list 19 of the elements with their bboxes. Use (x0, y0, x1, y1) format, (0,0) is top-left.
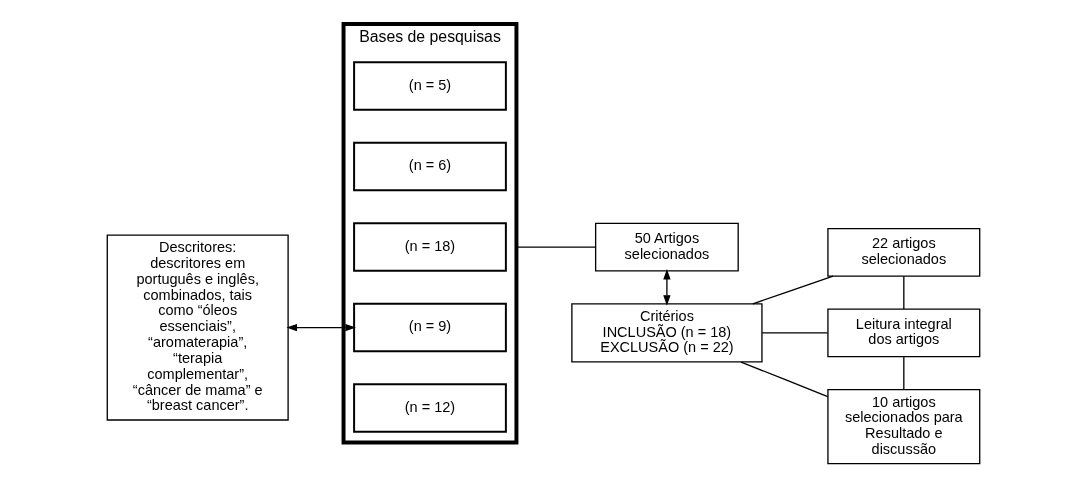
connector (515, 246, 597, 248)
arrow (286, 323, 356, 332)
connector (752, 275, 834, 305)
connector (903, 356, 905, 391)
node-box: (n = 9) (353, 302, 507, 353)
node-box: 50 Artigos selecionados (595, 222, 739, 272)
node-box: 22 artigos selecionados (827, 227, 981, 277)
arrow (663, 268, 671, 306)
node-box: (n = 18) (353, 222, 507, 272)
node-box: (n = 12) (353, 383, 507, 433)
connector (761, 332, 829, 334)
node-box: (n = 5) (353, 61, 507, 111)
node-box: Critérios INCLUSÃO (n = 18) EXCLUSÃO (n = 22) (571, 303, 763, 363)
node-box: Leitura integral dos artigos (827, 308, 981, 358)
node-box: Descritores: descritores em português e inglês, combinados, tais como “óleos essenciais”, “aromaterapia”, “terapia complementar”, “câncer de mama” e “breast cancer”. (106, 234, 289, 421)
connector (740, 361, 829, 398)
node-box: 10 artigos selecionados para Resultado e discussão (827, 388, 981, 465)
connector (903, 275, 905, 310)
node-box: (n = 6) (353, 141, 507, 192)
